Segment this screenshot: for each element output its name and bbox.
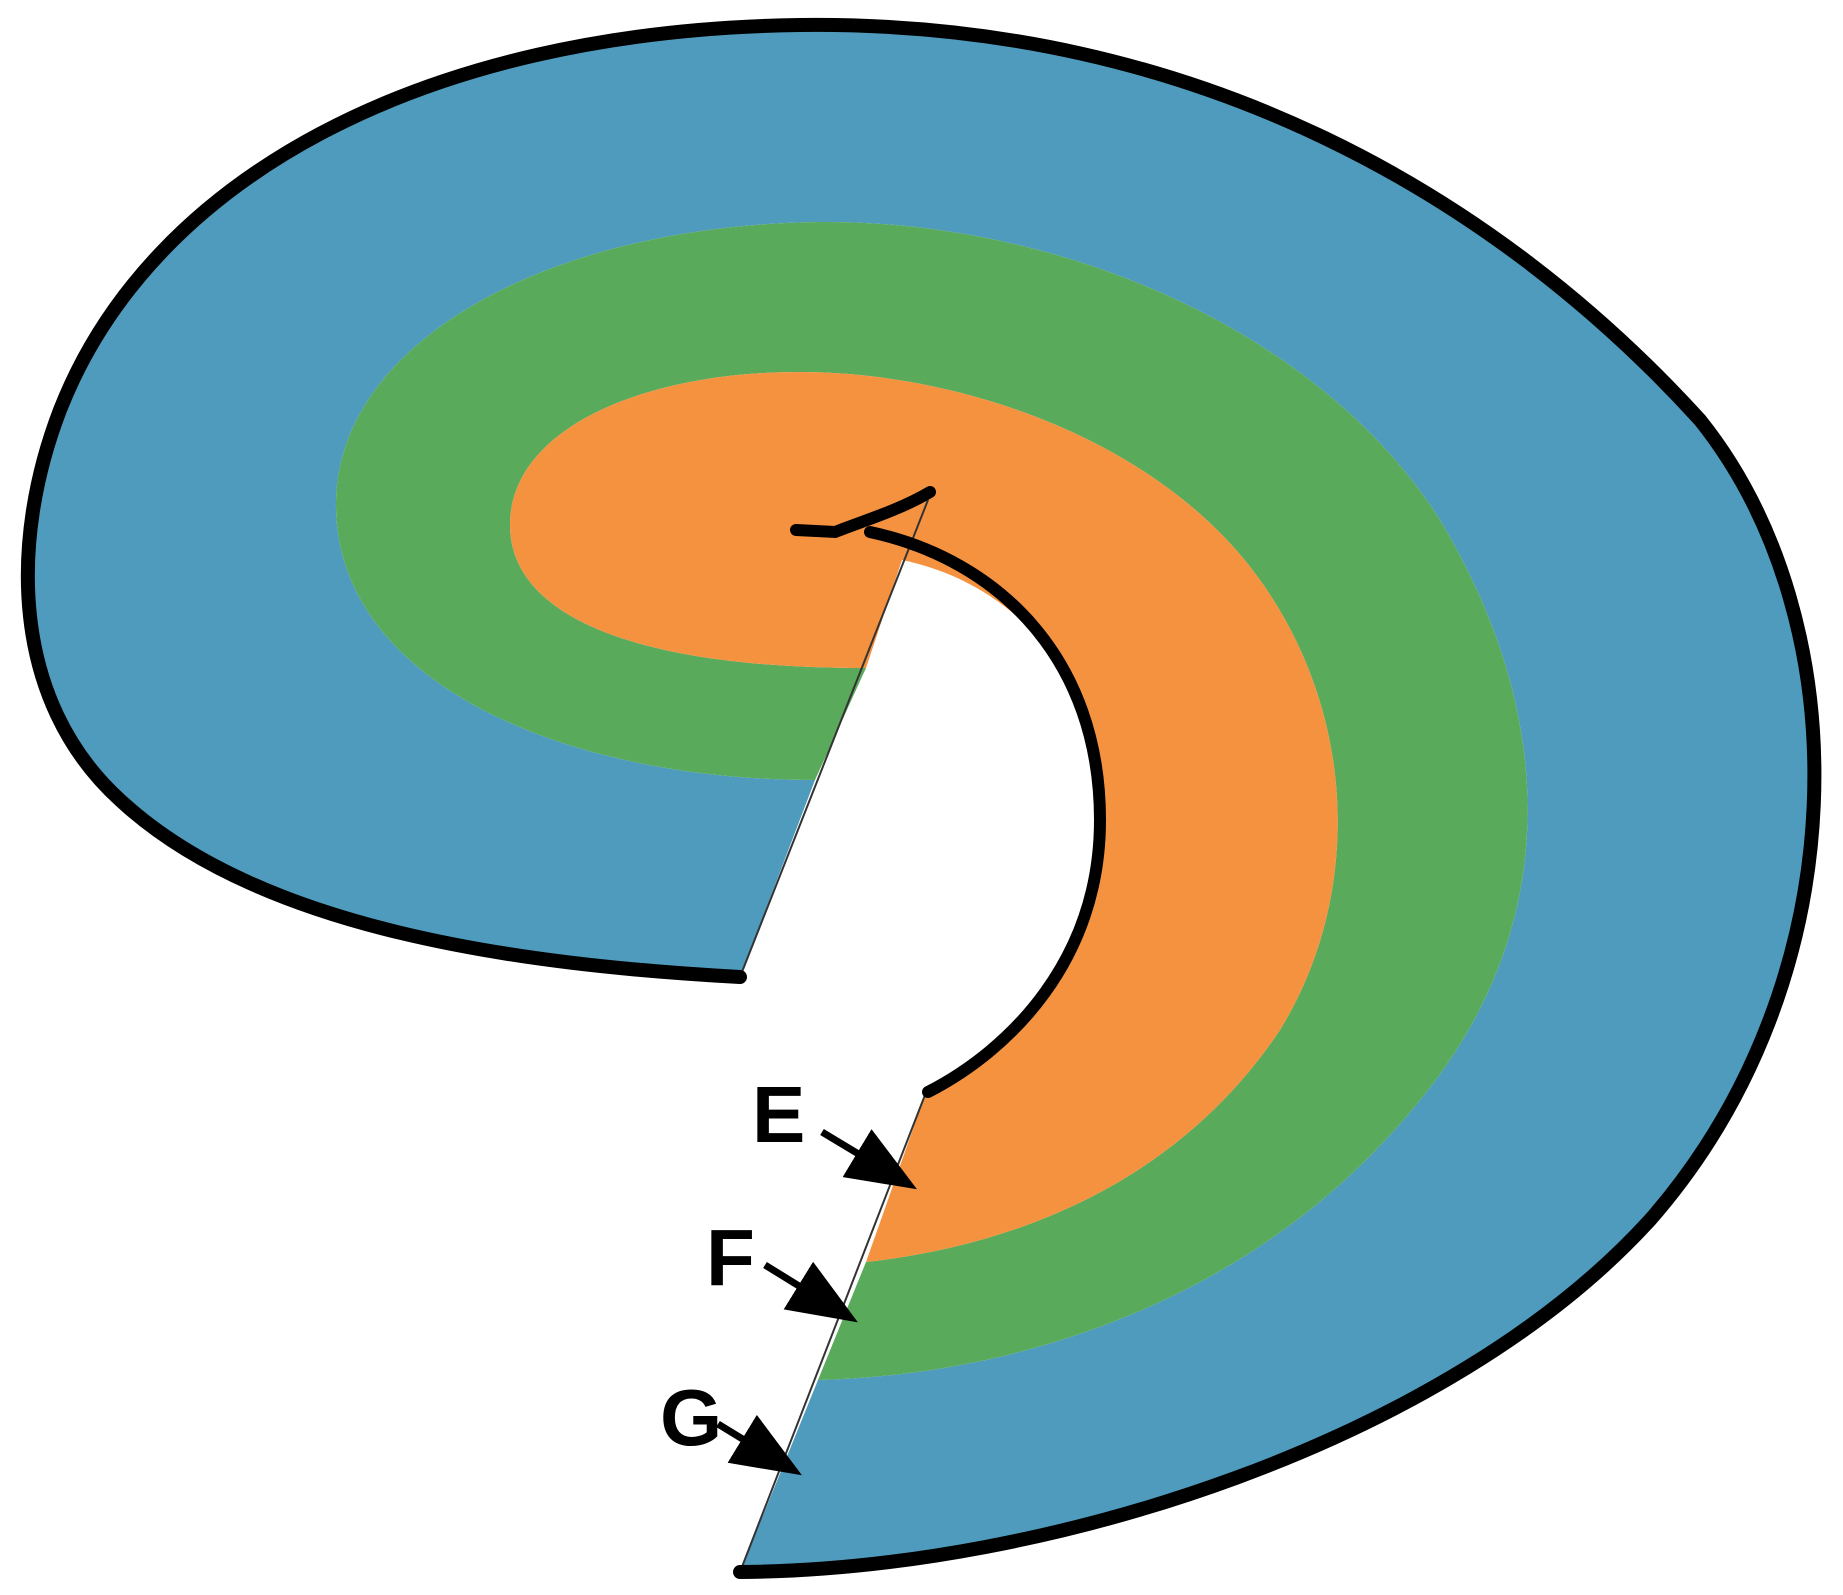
inner-outline	[864, 526, 1107, 1098]
label-g: G	[660, 1373, 722, 1462]
middle-layer-shape	[335, 221, 1528, 1381]
label-f-group: F	[706, 1213, 858, 1323]
tip-hook	[790, 486, 936, 539]
outer-layer-shape	[27, 24, 1815, 1572]
label-e: E	[752, 1070, 805, 1159]
outer-outline	[20, 17, 1822, 1579]
label-e-group: E	[752, 1070, 917, 1190]
label-e-arrow	[820, 1129, 917, 1190]
inner-layer-shape	[510, 372, 1338, 1262]
label-g-arrow	[716, 1414, 802, 1476]
label-f: F	[706, 1213, 755, 1302]
label-g-group: G	[660, 1373, 802, 1476]
label-f-arrow	[763, 1261, 858, 1323]
